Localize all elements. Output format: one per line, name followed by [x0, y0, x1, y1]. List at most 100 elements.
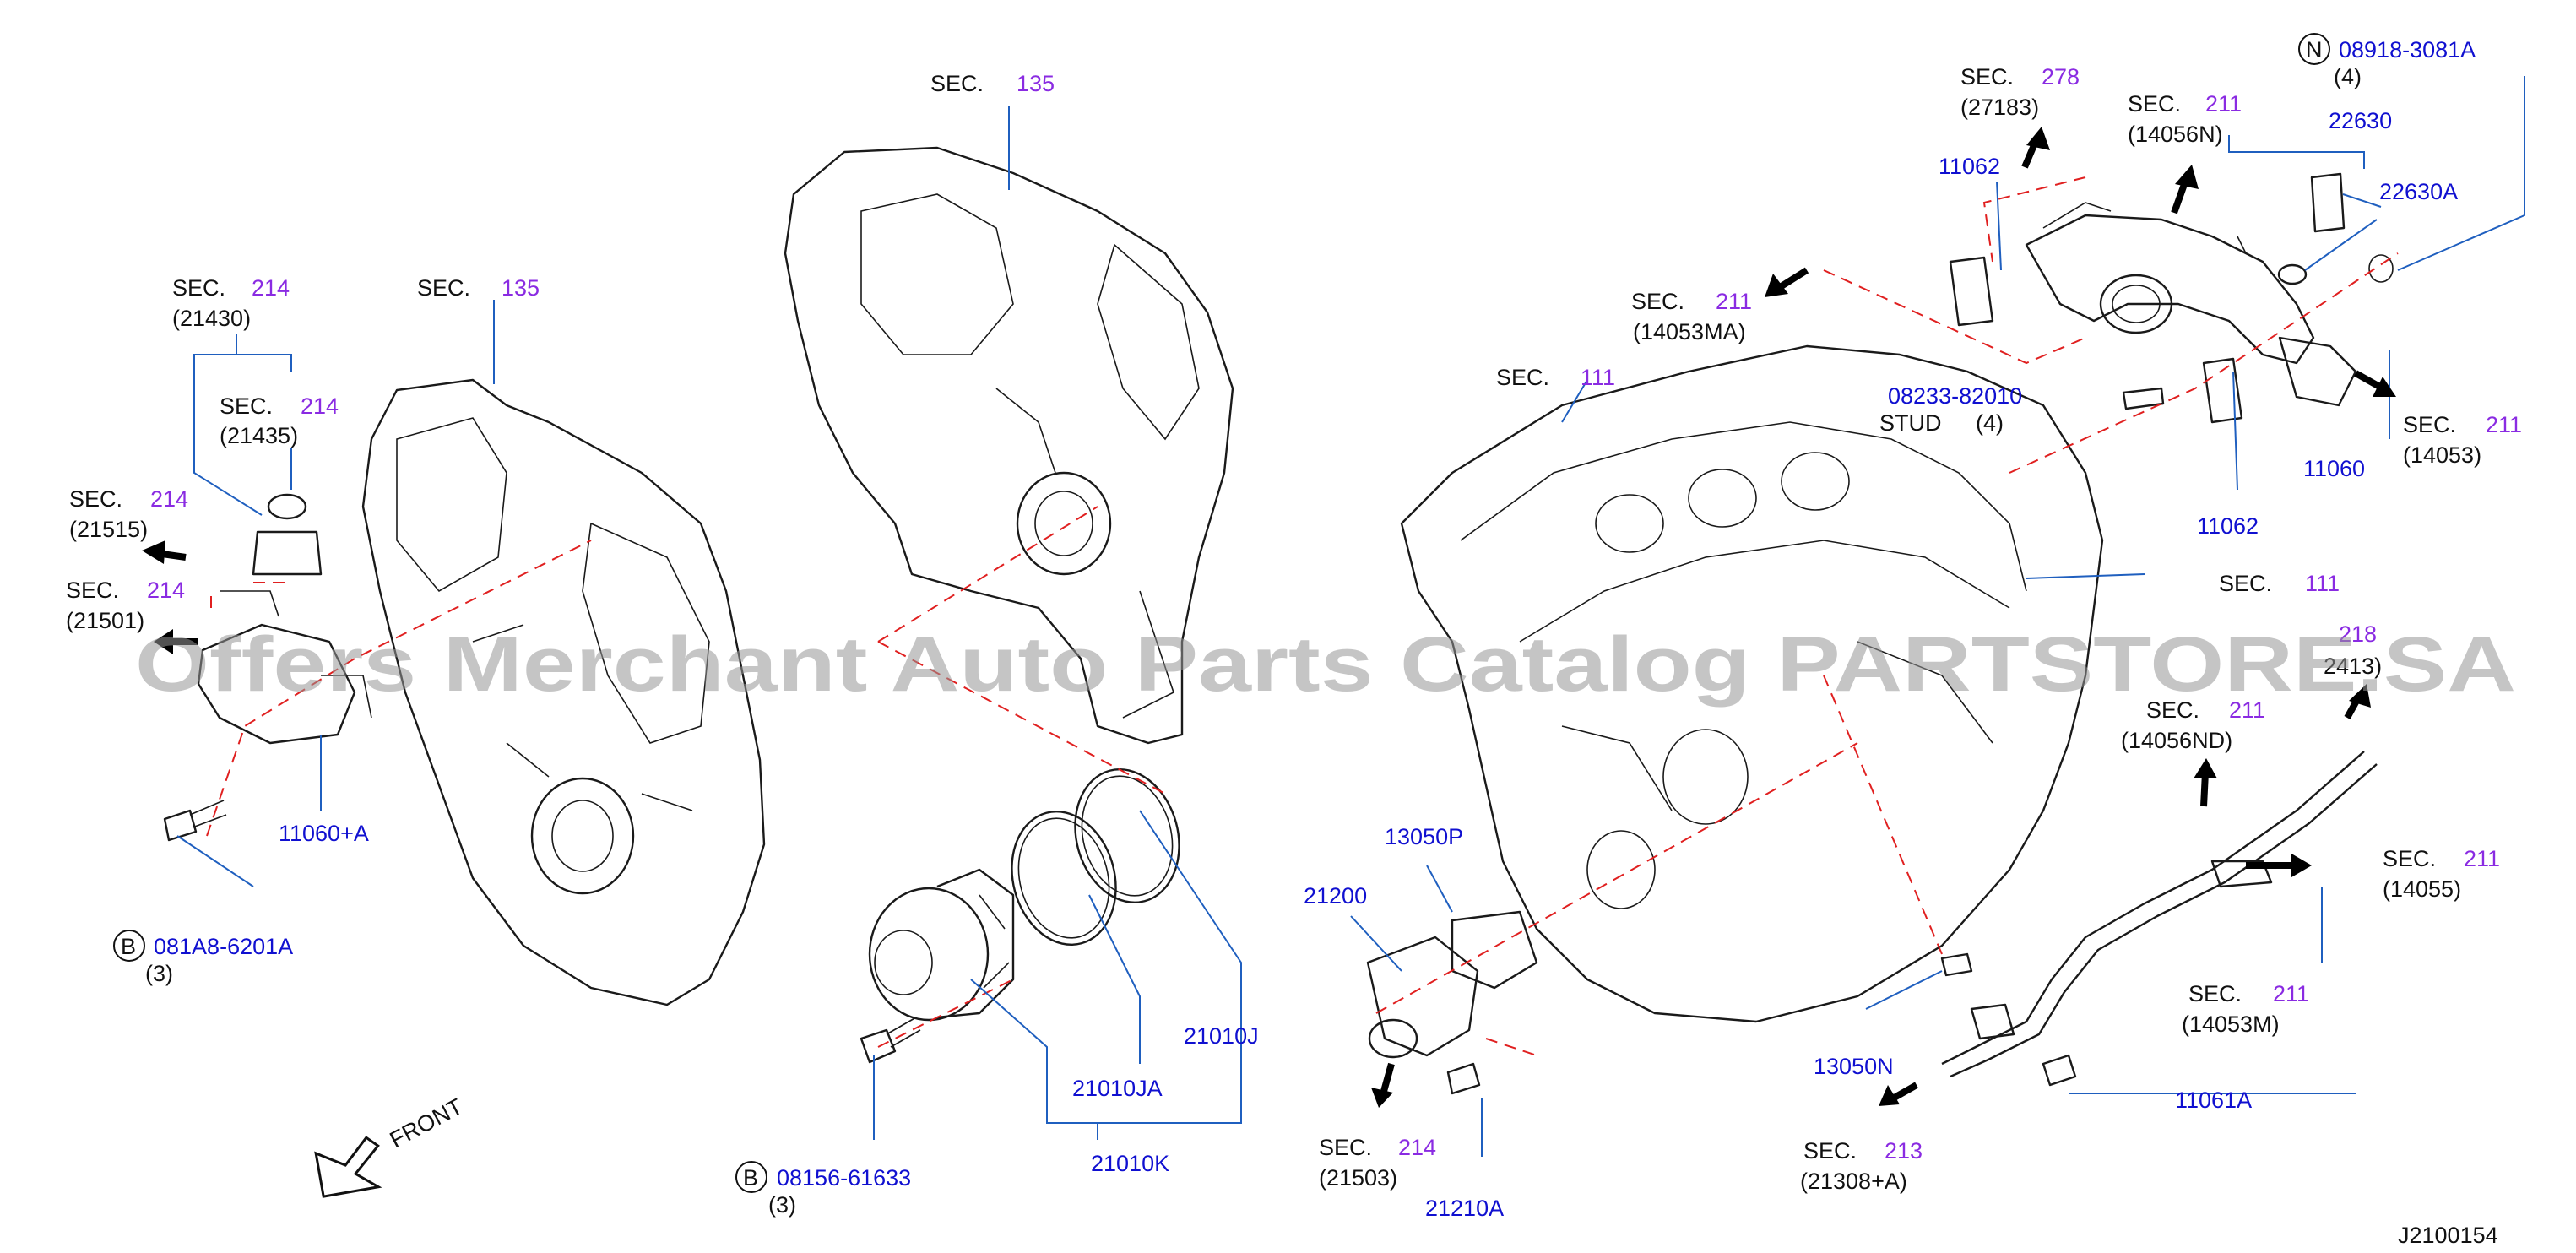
- sec211-d-code: (14056ND): [2121, 728, 2232, 753]
- sec214-e-code: (21503): [1319, 1165, 1397, 1191]
- sec214-d-word: SEC.: [66, 578, 119, 603]
- sec214-a-word: SEC.: [172, 275, 225, 301]
- bolt-b1-circle: [113, 930, 145, 962]
- sec211-e-word: SEC.: [2383, 846, 2436, 871]
- part-21010j[interactable]: 21010J: [1184, 1023, 1259, 1049]
- stud-drawing: [2122, 387, 2165, 410]
- left-water-outlet-drawing: [163, 493, 372, 842]
- nut-qty: (4): [2334, 64, 2362, 90]
- water-pump-drawing: [868, 868, 1015, 1022]
- part-11060[interactable]: 11060: [2303, 456, 2365, 481]
- nut-letter: N: [2306, 37, 2323, 62]
- sec211-f-code: (14053M): [2182, 1012, 2280, 1037]
- stud-word: STUD: [1879, 410, 1942, 436]
- part-11060a[interactable]: 11060+A: [279, 821, 369, 846]
- sec111-a-number[interactable]: 111: [1581, 365, 1615, 390]
- sec135-b-word: SEC.: [930, 71, 984, 96]
- part-22630a[interactable]: 22630A: [2379, 179, 2458, 204]
- bolt-b2-part[interactable]: 08156-61633: [777, 1165, 911, 1191]
- diagram-code: J2100154: [2398, 1223, 2498, 1248]
- nut-part[interactable]: 08918-3081A: [2339, 37, 2476, 62]
- sec214-d-number[interactable]: 214: [147, 578, 185, 603]
- thermostat-housing-drawing: [1366, 910, 1538, 1095]
- sec211-b-word: SEC.: [2128, 91, 2181, 117]
- direction-arrows: [142, 127, 2396, 1108]
- sec214-a-code: (21430): [172, 306, 251, 331]
- o-ring-gaskets-drawing: [1011, 768, 1180, 947]
- sec135-a-word: SEC.: [417, 275, 470, 301]
- leader-lines: [176, 76, 2525, 1157]
- sec218-code: 2413): [2324, 654, 2382, 679]
- stud-qty: (4): [1976, 410, 2004, 436]
- temperature-sensor-drawing: [2277, 172, 2394, 285]
- front-timing-cover-drawing: [361, 378, 766, 1006]
- sec214-c-code: (21515): [69, 517, 148, 542]
- sec214-a-number[interactable]: 214: [252, 275, 290, 301]
- watermark-text: Offers Merchant Auto Parts Catalog PARTS…: [135, 621, 2516, 708]
- sec278-word: SEC.: [1960, 64, 2014, 90]
- sec111-b-number[interactable]: 111: [2305, 571, 2340, 596]
- front-direction-indicator: FRONT: [314, 1093, 467, 1198]
- sec211-b-code: (14056N): [2128, 122, 2223, 147]
- sec211-c-word: SEC.: [2403, 412, 2456, 437]
- sec218-number[interactable]: 218: [2339, 621, 2377, 647]
- sec211-f-word: SEC.: [2188, 981, 2242, 1006]
- centerlines: [206, 176, 2399, 1056]
- bolt-b2-letter: B: [743, 1165, 758, 1191]
- part-21010ja[interactable]: 21010JA: [1072, 1076, 1163, 1101]
- bypass-pipe-drawing: [1940, 751, 2378, 1087]
- sec211-a-code: (14053MA): [1633, 319, 1746, 344]
- sec214-e-word: SEC.: [1319, 1135, 1372, 1160]
- labels: SEC. 214 (21430) SEC. 214 (21435) SEC. 2…: [66, 33, 2522, 1248]
- cylinder-block-drawing: [1400, 344, 2104, 1023]
- sec214-b-word: SEC.: [220, 393, 273, 419]
- sec135-b-number[interactable]: 135: [1017, 71, 1055, 96]
- sec211-d-number[interactable]: 211: [2229, 697, 2265, 723]
- sec214-b-code: (21435): [220, 423, 298, 448]
- sec213-word: SEC.: [1803, 1138, 1857, 1164]
- sec214-c-word: SEC.: [69, 486, 122, 512]
- sec214-d-code: (21501): [66, 608, 144, 633]
- part-21010k[interactable]: 21010K: [1091, 1151, 1169, 1176]
- sec211-e-code: (14055): [2383, 876, 2461, 902]
- part-13050n[interactable]: 13050N: [1814, 1054, 1894, 1079]
- front-label: FRONT: [386, 1093, 467, 1153]
- sec214-b-number[interactable]: 214: [301, 393, 339, 419]
- part-22630[interactable]: 22630: [2329, 108, 2392, 133]
- water-outlet-pipe-drawing: [2025, 202, 2357, 407]
- nut-circle: [2298, 33, 2330, 65]
- part-13050p[interactable]: 13050P: [1385, 824, 1463, 849]
- part-11061a[interactable]: 11061A: [2175, 1088, 2252, 1113]
- sec135-a-number[interactable]: 135: [502, 275, 540, 301]
- sec111-a-word: SEC.: [1496, 365, 1549, 390]
- stud-part[interactable]: 08233-82010: [1888, 383, 2022, 409]
- part-11062-lower[interactable]: 11062: [2197, 513, 2259, 539]
- sec211-a-number[interactable]: 211: [1716, 289, 1752, 314]
- sec278-number[interactable]: 278: [2042, 64, 2080, 90]
- sec213-number[interactable]: 213: [1885, 1138, 1923, 1164]
- sec211-e-number[interactable]: 211: [2464, 846, 2500, 871]
- sec211-c-code: (14053): [2403, 442, 2481, 468]
- bolt-b2-circle: [735, 1161, 767, 1193]
- sec211-b-number[interactable]: 211: [2205, 91, 2242, 117]
- part-11062-upper[interactable]: 11062: [1939, 154, 2000, 179]
- part-21210a[interactable]: 21210A: [1425, 1196, 1504, 1221]
- gasket-11062-drawings: [1949, 256, 2243, 424]
- sec211-d-word: SEC.: [2146, 697, 2199, 723]
- bolt-b1-letter: B: [121, 934, 136, 959]
- sec214-e-number[interactable]: 214: [1398, 1135, 1436, 1160]
- part-21200[interactable]: 21200: [1304, 883, 1367, 909]
- bolt-b1-part[interactable]: 081A8-6201A: [154, 934, 293, 959]
- sec211-f-number[interactable]: 211: [2273, 981, 2309, 1006]
- sec278-code: (27183): [1960, 95, 2039, 120]
- bolt-b1-qty: (3): [145, 961, 173, 986]
- water-pump-bolt-drawing: [860, 1017, 921, 1064]
- rear-timing-cover-drawing: [784, 146, 1234, 745]
- sec214-c-number[interactable]: 214: [150, 486, 188, 512]
- sec211-c-number[interactable]: 211: [2486, 412, 2522, 437]
- sec111-b-word: SEC.: [2219, 571, 2272, 596]
- sec213-code: (21308+A): [1800, 1169, 1907, 1194]
- sec211-a-word: SEC.: [1631, 289, 1684, 314]
